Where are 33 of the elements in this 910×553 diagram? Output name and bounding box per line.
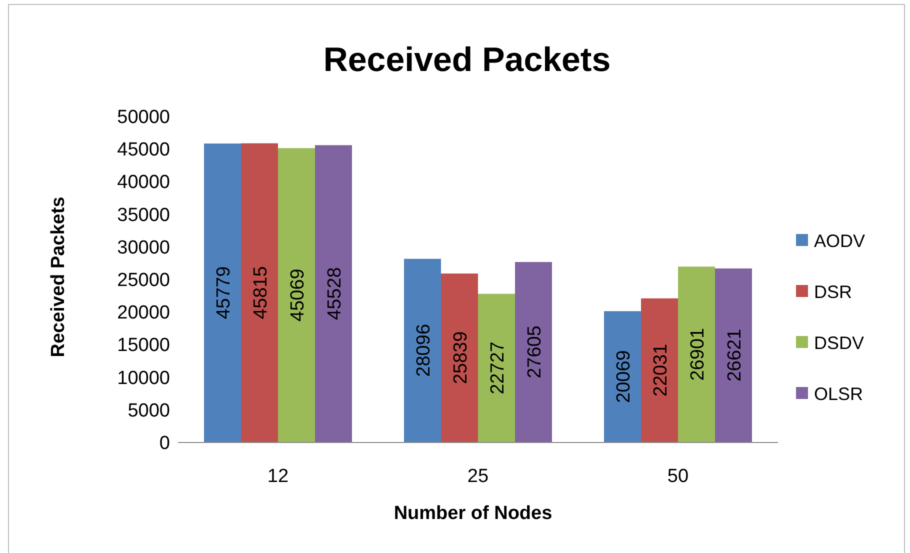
data-label: 26621	[724, 328, 746, 382]
chart-title: Received Packets	[323, 41, 611, 79]
data-label: 28096	[414, 324, 434, 377]
tick-label: 5000	[128, 400, 170, 422]
legend-label: DSR	[814, 282, 852, 302]
data-label: 45815	[250, 266, 272, 320]
data-label: 27605	[524, 326, 546, 378]
data-label: 20069	[614, 350, 634, 403]
data-label: 26901	[688, 328, 708, 381]
tick-label: 50000	[117, 107, 170, 128]
tick-label: 40000	[117, 172, 170, 194]
data-label: 22727	[488, 342, 508, 394]
category-label: 25	[467, 466, 489, 487]
tick-label: 30000	[117, 237, 170, 258]
data-label: 45779	[214, 266, 234, 320]
tick-label: 35000	[117, 204, 170, 226]
category-label: 50	[667, 466, 689, 487]
legend-label: DSDV	[814, 333, 864, 353]
tick-label: 0	[159, 433, 170, 454]
tick-label: 10000	[117, 368, 170, 389]
legend-label: OLSR	[814, 384, 864, 404]
axis-title: Received Packets	[48, 196, 69, 358]
tick-label: 25000	[117, 270, 170, 291]
data-label: 25839	[450, 331, 472, 384]
data-label: 45069	[288, 268, 308, 322]
tick-label: 20000	[117, 302, 170, 324]
axis-title: Number of Nodes	[394, 503, 552, 524]
data-label: 45528	[324, 267, 346, 320]
tick-label: 15000	[117, 335, 170, 356]
tick-label: 45000	[117, 140, 170, 161]
data-label: 22031	[650, 344, 672, 397]
legend-label: AODV	[814, 231, 866, 251]
category-label: 12	[267, 466, 289, 487]
